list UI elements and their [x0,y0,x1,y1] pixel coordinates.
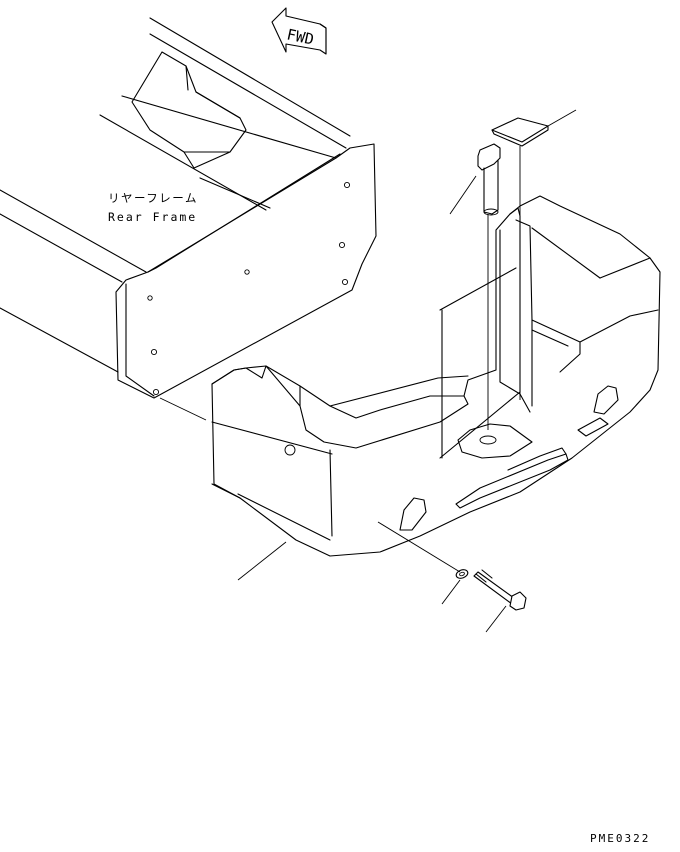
fwd-arrow-icon: FWD [271,7,327,55]
leader-lines [159,109,577,633]
rear-frame-label-en: Rear Frame [108,210,197,224]
lifting-pin [477,143,501,430]
counterweight [211,195,661,557]
cover-plate [491,117,549,400]
bolt [473,569,527,611]
rear-frame-label-jp: リヤーフレーム [108,191,198,205]
rear-frame: リヤーフレーム Rear Frame [0,17,377,399]
fwd-label: FWD [285,25,315,48]
drawing-code: PME0322 [590,832,650,845]
